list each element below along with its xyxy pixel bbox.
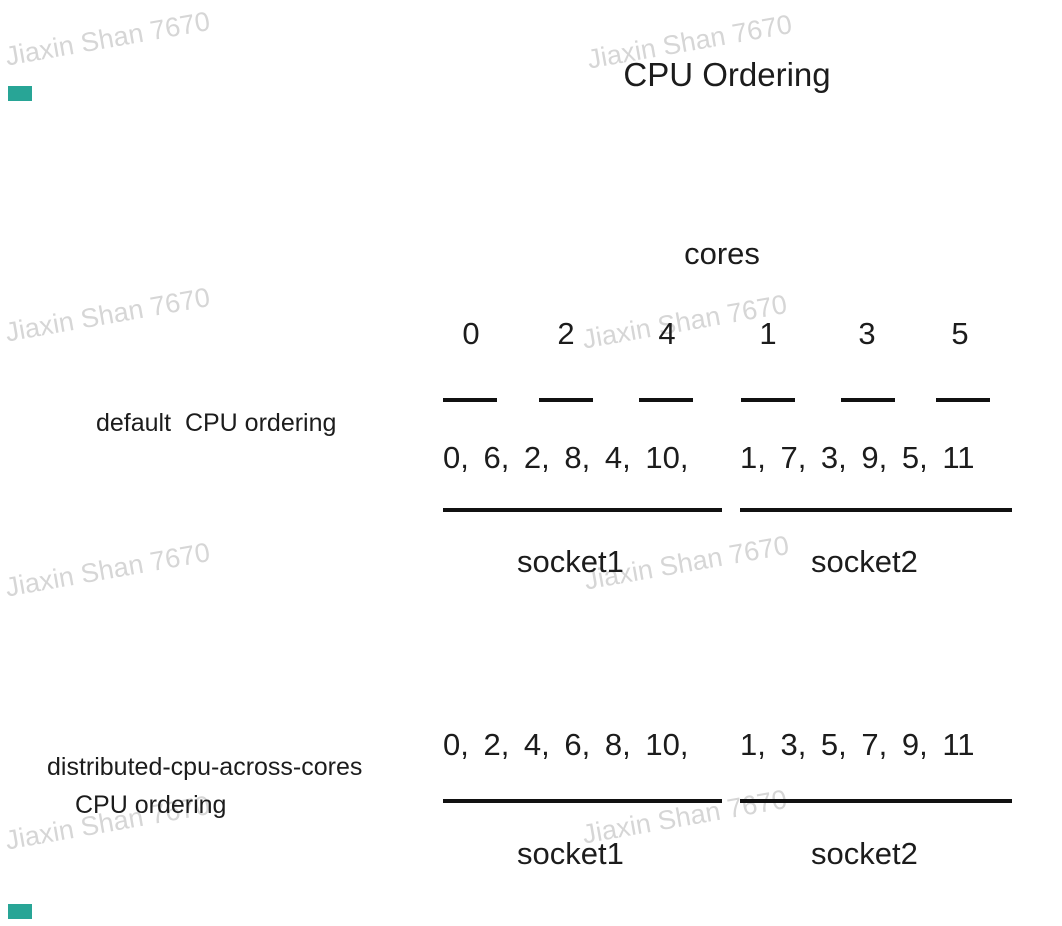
- default-socket2-values: 1, 7, 3, 9, 5, 11: [740, 440, 975, 475]
- core-number: 3: [858, 316, 876, 351]
- core-number: 0: [462, 316, 480, 351]
- watermark: Jiaxin Shan 7670: [3, 6, 213, 72]
- distributed-socket1-values: 0, 2, 4, 6, 8, 10,: [443, 727, 689, 762]
- cores-label: cores: [684, 236, 760, 271]
- core-number: 2: [557, 316, 575, 351]
- distributed-socket1-label: socket1: [517, 836, 624, 871]
- core-number: 5: [951, 316, 969, 351]
- socket1-underline: [443, 799, 722, 803]
- distributed-ordering-label-line1: distributed-cpu-across-cores: [47, 753, 363, 781]
- distributed-ordering-label-line2: CPU ordering: [75, 791, 227, 819]
- core-tick: [936, 398, 990, 402]
- watermark: Jiaxin Shan 7670: [3, 282, 213, 348]
- core-tick: [443, 398, 497, 402]
- core-tick: [741, 398, 795, 402]
- diagram-title: CPU Ordering: [623, 56, 831, 93]
- watermark: Jiaxin Shan 7670: [3, 537, 213, 603]
- core-number: 4: [658, 316, 676, 351]
- socket2-underline: [740, 508, 1012, 512]
- default-socket2-label: socket2: [811, 544, 918, 579]
- socket2-underline: [740, 799, 1012, 803]
- core-tick: [639, 398, 693, 402]
- distributed-socket2-values: 1, 3, 5, 7, 9, 11: [740, 727, 975, 762]
- core-number: 1: [759, 316, 777, 351]
- default-ordering-label: default CPU ordering: [96, 409, 337, 437]
- socket1-underline: [443, 508, 722, 512]
- distributed-socket2-label: socket2: [811, 836, 918, 871]
- default-socket1-label: socket1: [517, 544, 624, 579]
- core-tick: [539, 398, 593, 402]
- accent-square-bottom: [8, 904, 32, 919]
- default-socket1-values: 0, 6, 2, 8, 4, 10,: [443, 440, 689, 475]
- watermark: Jiaxin Shan 7670: [580, 289, 790, 355]
- core-tick: [841, 398, 895, 402]
- accent-square-top: [8, 86, 32, 101]
